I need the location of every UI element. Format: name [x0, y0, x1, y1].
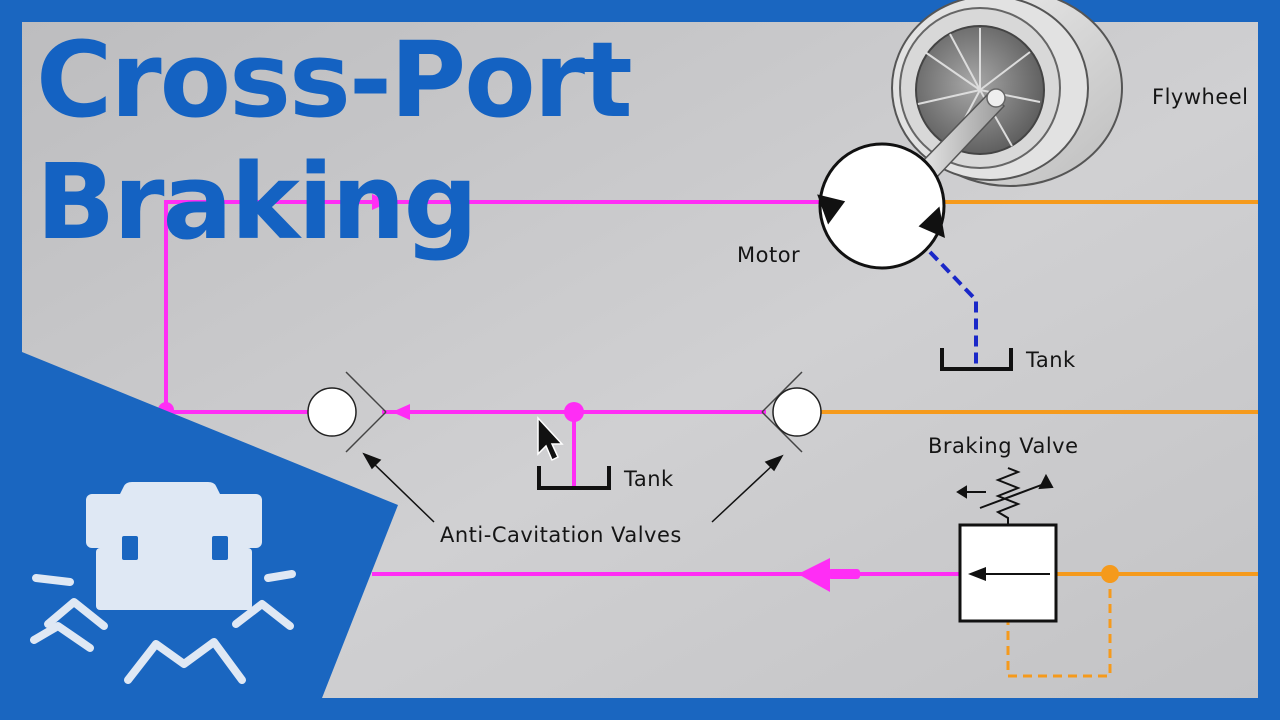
flow-arrow-bottom-tail — [828, 569, 860, 579]
junction-orange — [1101, 565, 1119, 583]
motor-label: Motor — [737, 243, 800, 267]
flow-arrow-middle — [392, 404, 410, 420]
wave-icon — [30, 570, 296, 684]
check-valve-right — [761, 371, 822, 453]
page-title-line2: Braking — [36, 141, 476, 263]
toolbox-icon — [86, 482, 262, 610]
pressure-line-top — [164, 200, 822, 412]
motor-drain-line — [928, 250, 978, 366]
tank-symbol-top — [940, 348, 1013, 371]
callout-arrows — [362, 452, 784, 523]
braking-valve-pilot-line — [1006, 574, 1112, 678]
junction-middle — [564, 402, 584, 422]
mouse-cursor-icon — [537, 416, 564, 462]
braking-valve-label: Braking Valve — [928, 434, 1079, 458]
tank-label-top: Tank — [1025, 348, 1076, 372]
flywheel-icon — [891, 0, 1123, 187]
flow-arrow-top — [372, 194, 390, 210]
flow-arrow-bottom — [798, 558, 830, 592]
check-valve-left — [307, 371, 387, 453]
return-lines — [820, 200, 1258, 576]
tank-symbol-middle — [537, 466, 611, 490]
flywheel-label: Flywheel — [1152, 85, 1249, 109]
tank-label-middle: Tank — [623, 467, 674, 491]
page-title-line1: Cross-Port — [36, 19, 631, 141]
motor-symbol — [817, 142, 946, 270]
spring-icon — [956, 467, 1054, 525]
anti-cavitation-label: Anti-Cavitation Valves — [440, 523, 682, 547]
braking-valve — [958, 523, 1058, 623]
